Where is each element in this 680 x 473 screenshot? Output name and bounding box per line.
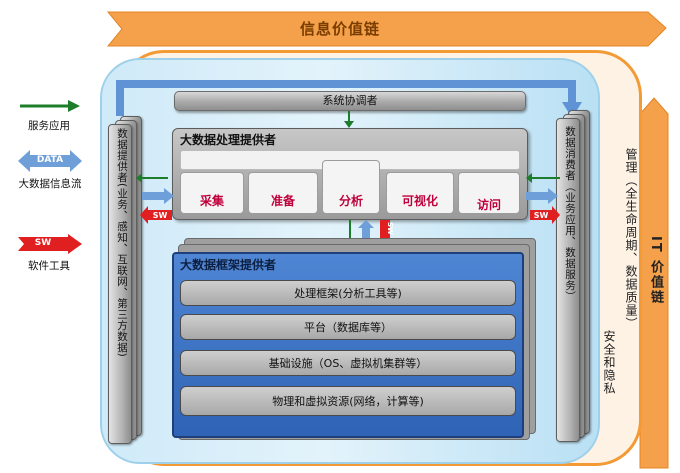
it-value-chain-label: IT 价值链 <box>648 236 663 306</box>
data-consumer-box <box>556 118 580 442</box>
legend-sw-tag: SW <box>34 238 52 248</box>
framework-item-infrastructure: 基础设施（OS、虚拟机集群等） <box>180 350 516 376</box>
orchestrator-down-arrow <box>344 111 354 128</box>
activity-access-box <box>458 172 520 214</box>
activity-analyze: 分析 <box>338 194 363 208</box>
activity-collect: 采集 <box>199 194 224 208</box>
information-value-chain-title: 信息价值链 <box>299 20 380 38</box>
data-provider-label: 数据提供者(业务、感知、互联网、第三方数据) <box>116 128 128 358</box>
activity-visualize-box <box>386 172 454 214</box>
legend-data-flow-label: 大数据信息流 <box>18 178 82 190</box>
framework-provider-title: 大数据框架提供者 <box>180 258 277 272</box>
service-arrow-icon <box>20 100 80 112</box>
system-orchestrator-box: 系统协调者 <box>174 91 526 111</box>
management-label: 管理（全生命周期、数据质量） <box>624 148 638 330</box>
activity-visualize: 可视化 <box>401 194 438 208</box>
activity-access: 访问 <box>476 198 501 212</box>
activity-analyze-box <box>322 160 380 214</box>
security-privacy-label: 安全和隐私 <box>602 330 616 395</box>
data-flow-arrow-icon <box>18 150 82 172</box>
activity-collect-box <box>180 172 244 214</box>
processing-provider-title: 大数据处理提供者 <box>180 133 277 147</box>
activity-prepare: 准备 <box>270 194 295 208</box>
data-provider-box <box>108 124 132 444</box>
left-sw-tag: SW <box>152 211 168 220</box>
provider-to-processing-arrows <box>136 173 174 224</box>
processing-to-consumer-arrows <box>526 173 560 224</box>
right-sw-tag: SW <box>533 211 549 220</box>
activity-prepare-box <box>248 172 318 214</box>
legend-service-label: 服务应用 <box>28 120 70 132</box>
information-value-chain-banner <box>106 11 667 47</box>
legend-software-label: 软件工具 <box>28 260 70 272</box>
framework-sw-tag: SW <box>386 222 394 235</box>
data-consumer-label: 数据消费者（业务应用、数据服务） <box>564 126 576 302</box>
software-arrow-icon <box>18 234 82 254</box>
legend-data-tag: DATA <box>36 155 64 165</box>
framework-item-processing: 处理框架(分析工具等) <box>180 280 516 306</box>
framework-item-platform: 平台（数据库等） <box>180 314 516 340</box>
framework-item-resources: 物理和虚拟资源(网络，计算等) <box>180 386 516 416</box>
